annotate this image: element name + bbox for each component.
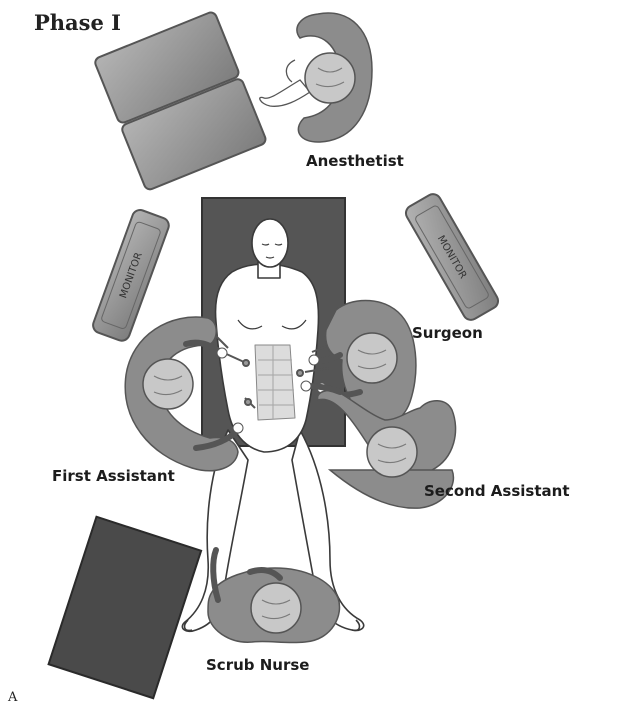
patient-left-leg: [181, 429, 249, 633]
surgical-field: [254, 344, 296, 421]
second-assistant-head: [366, 426, 418, 478]
monitor-right: MONITOR: [404, 193, 500, 321]
first-assistant-head: [142, 358, 194, 410]
patient-right-leg: [291, 429, 365, 632]
patient: [181, 218, 365, 633]
second-assistant: [300, 380, 457, 509]
label-surgeon: Surgeon: [412, 324, 483, 342]
label-first-assistant: First Assistant: [52, 467, 175, 485]
phase-title: Phase I: [34, 10, 121, 35]
anesthesia-machine: [94, 11, 267, 191]
label-second-assistant: Second Assistant: [424, 482, 570, 500]
first-assistant: [124, 316, 244, 472]
scrub-nurse: [207, 547, 341, 644]
panel-label: A: [8, 690, 18, 705]
patient-head: [251, 218, 289, 268]
scrub-nurse-head: [250, 582, 302, 634]
label-anesthetist: Anesthetist: [306, 152, 404, 170]
monitor-left: MONITOR: [92, 209, 170, 342]
surgeon-head: [346, 332, 398, 384]
instrument-tray: [47, 515, 203, 700]
anesthetist: [259, 12, 373, 143]
label-scrub-nurse: Scrub Nurse: [206, 656, 310, 674]
surgeon: [308, 299, 417, 426]
anesthetist-head: [304, 52, 356, 104]
